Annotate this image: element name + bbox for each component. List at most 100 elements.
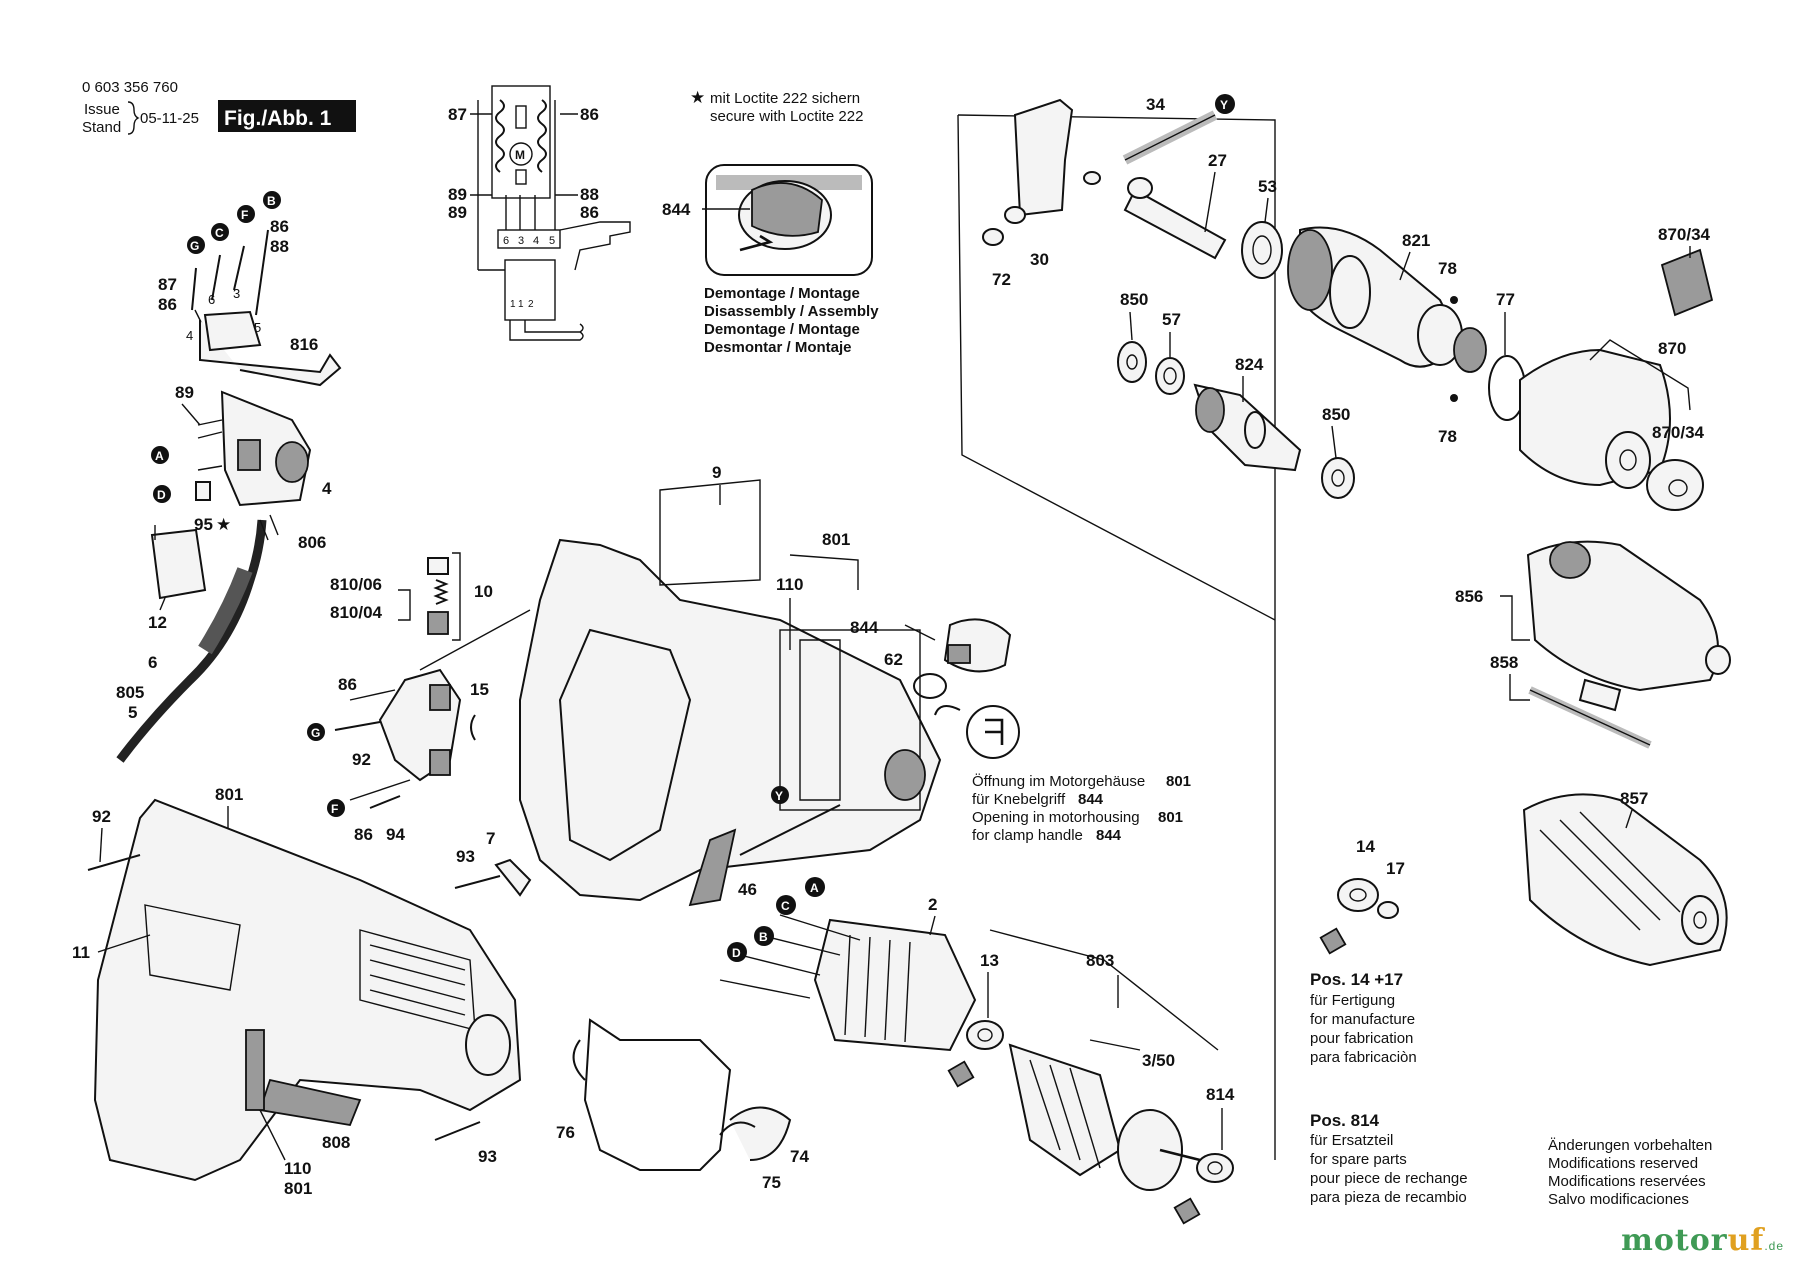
assembly-note: ★ mit Loctite 222 sichern secure with Lo… <box>662 88 879 356</box>
mains-lead-icon <box>478 269 584 341</box>
spring-clip-15 <box>470 714 476 741</box>
callout-17: 17 <box>1386 859 1405 878</box>
callout-824: 824 <box>1235 355 1264 374</box>
callout-78b: 78 <box>1438 427 1457 446</box>
spring-74 <box>729 1106 792 1161</box>
opening-line-3: Opening in motorhousing <box>972 809 1140 826</box>
switch-pin-1b: 1 <box>518 299 524 310</box>
callout-4: 4 <box>322 479 332 498</box>
frame-30 <box>1013 98 1074 217</box>
ring-62 <box>913 673 947 699</box>
callout-86e: 86 <box>338 675 357 694</box>
callout-92b: 92 <box>92 807 111 826</box>
pos1417-line-3: pour fabrication <box>1310 1030 1413 1047</box>
callout-870-34b: 870/34 <box>1652 423 1705 442</box>
header-block: 0 603 356 760 Issue Stand 05-11-25 Fig./… <box>82 79 356 136</box>
bearing-850b <box>1321 457 1355 499</box>
power-cable-5 <box>116 519 267 763</box>
callout-78a: 78 <box>1438 259 1457 278</box>
callout-816: 816 <box>290 335 318 354</box>
assembly-line-4: Desmontar / Montaje <box>704 339 852 356</box>
field-coil-left-icon <box>495 99 505 173</box>
pin-label-4: 4 <box>186 328 193 343</box>
callout-77: 77 <box>1496 290 1515 309</box>
screw-94 <box>369 795 401 809</box>
screw-93a <box>454 875 501 889</box>
callout-110b: 110 <box>776 575 803 594</box>
callout-810-04: 810/04 <box>330 603 383 622</box>
callout-11: 11 <box>72 943 90 962</box>
callout-2: 2 <box>928 895 937 914</box>
tag-D-motor: D <box>732 946 741 960</box>
clamp-7 <box>494 858 532 897</box>
assembly-line-1: Demontage / Montage <box>704 285 860 302</box>
tag-B-top: B <box>267 194 276 208</box>
bearing-13 <box>966 1020 1004 1050</box>
suppressor-12 <box>150 528 207 600</box>
part-870-34-top <box>1660 248 1714 317</box>
callout-86b: 86 <box>580 203 599 222</box>
switch-lever-816 <box>199 320 342 387</box>
bearing-57 <box>1155 357 1185 395</box>
opening-line-2-part: 844 <box>1078 791 1104 808</box>
callout-27: 27 <box>1208 151 1227 170</box>
pos814-line-2: for spare parts <box>1310 1151 1407 1168</box>
pos-14-17-group: 14 17 Pos. 14 +17 für Fertigung for manu… <box>1310 837 1417 1066</box>
callout-14: 14 <box>1356 837 1375 856</box>
modifications-line-4: Salvo modificaciones <box>1548 1191 1689 1208</box>
handle-detail-frame <box>705 164 873 276</box>
opening-line-4: for clamp handle <box>972 827 1083 844</box>
callout-92a: 92 <box>352 750 371 769</box>
chucks-group: 870/34 870 870/34 856 858 857 <box>1455 225 1731 967</box>
callout-93b: 93 <box>478 1147 497 1166</box>
tag-F-mid: F <box>331 802 338 816</box>
callout-856: 856 <box>1455 587 1483 606</box>
callout-86c: 86 <box>270 217 289 236</box>
opening-note: Öffnung im Motorgehäuse 801 für Knebelgr… <box>972 772 1191 844</box>
switch-body-group: 89 4 95 ★ <box>175 383 332 534</box>
motor-symbol-icon <box>509 142 533 166</box>
opening-detail-icon <box>966 705 1020 759</box>
callout-821: 821 <box>1402 231 1430 250</box>
pos814-title: Pos. 814 <box>1310 1111 1380 1130</box>
callout-88b: 88 <box>270 237 289 256</box>
opening-line-2: für Knebelgriff <box>972 791 1066 808</box>
armature-803 <box>1008 1043 1122 1177</box>
modifications-note: Änderungen vorbehalten Modifications res… <box>1548 1137 1712 1208</box>
callout-89c: 89 <box>175 383 194 402</box>
bearing-14 <box>1337 878 1379 912</box>
switch-pin-2: 2 <box>528 299 534 310</box>
field-2 <box>813 918 977 1052</box>
label-808 <box>258 1078 362 1127</box>
pin-label-3: 3 <box>233 286 240 301</box>
brush-cap-810-06 <box>427 557 449 575</box>
callout-87: 87 <box>448 105 467 124</box>
tag-A-left: A <box>155 449 164 463</box>
brand-domain: .de <box>1764 1239 1784 1253</box>
tag-B-motor: B <box>759 930 768 944</box>
washer-72 <box>982 228 1004 246</box>
switch-box <box>504 259 556 321</box>
brush-spring-icon <box>433 579 449 605</box>
tag-D-left: D <box>157 488 166 502</box>
clamp-grip-icon <box>751 182 823 237</box>
part-number: 0 603 356 760 <box>82 79 178 96</box>
pos1417-line-4: para fabricaciòn <box>1310 1049 1417 1066</box>
pos1417-line-2: for manufacture <box>1310 1011 1415 1028</box>
strip-110b <box>688 828 737 907</box>
motor-frame <box>491 85 551 199</box>
callout-89b: 89 <box>448 203 467 222</box>
callout-814: 814 <box>1206 1085 1235 1104</box>
callout-53: 53 <box>1258 177 1277 196</box>
pin-label-6: 6 <box>208 292 215 307</box>
cap-870-34 <box>1646 459 1704 511</box>
callout-94: 94 <box>386 825 405 844</box>
callout-15: 15 <box>470 680 489 699</box>
callout-850a: 850 <box>1120 290 1148 309</box>
callout-13: 13 <box>980 951 999 970</box>
pos-814-note: Pos. 814 für Ersatzteil for spare parts … <box>1310 1111 1468 1206</box>
terminal-3: 3 <box>518 235 524 247</box>
bearing-814 <box>1196 1153 1234 1183</box>
